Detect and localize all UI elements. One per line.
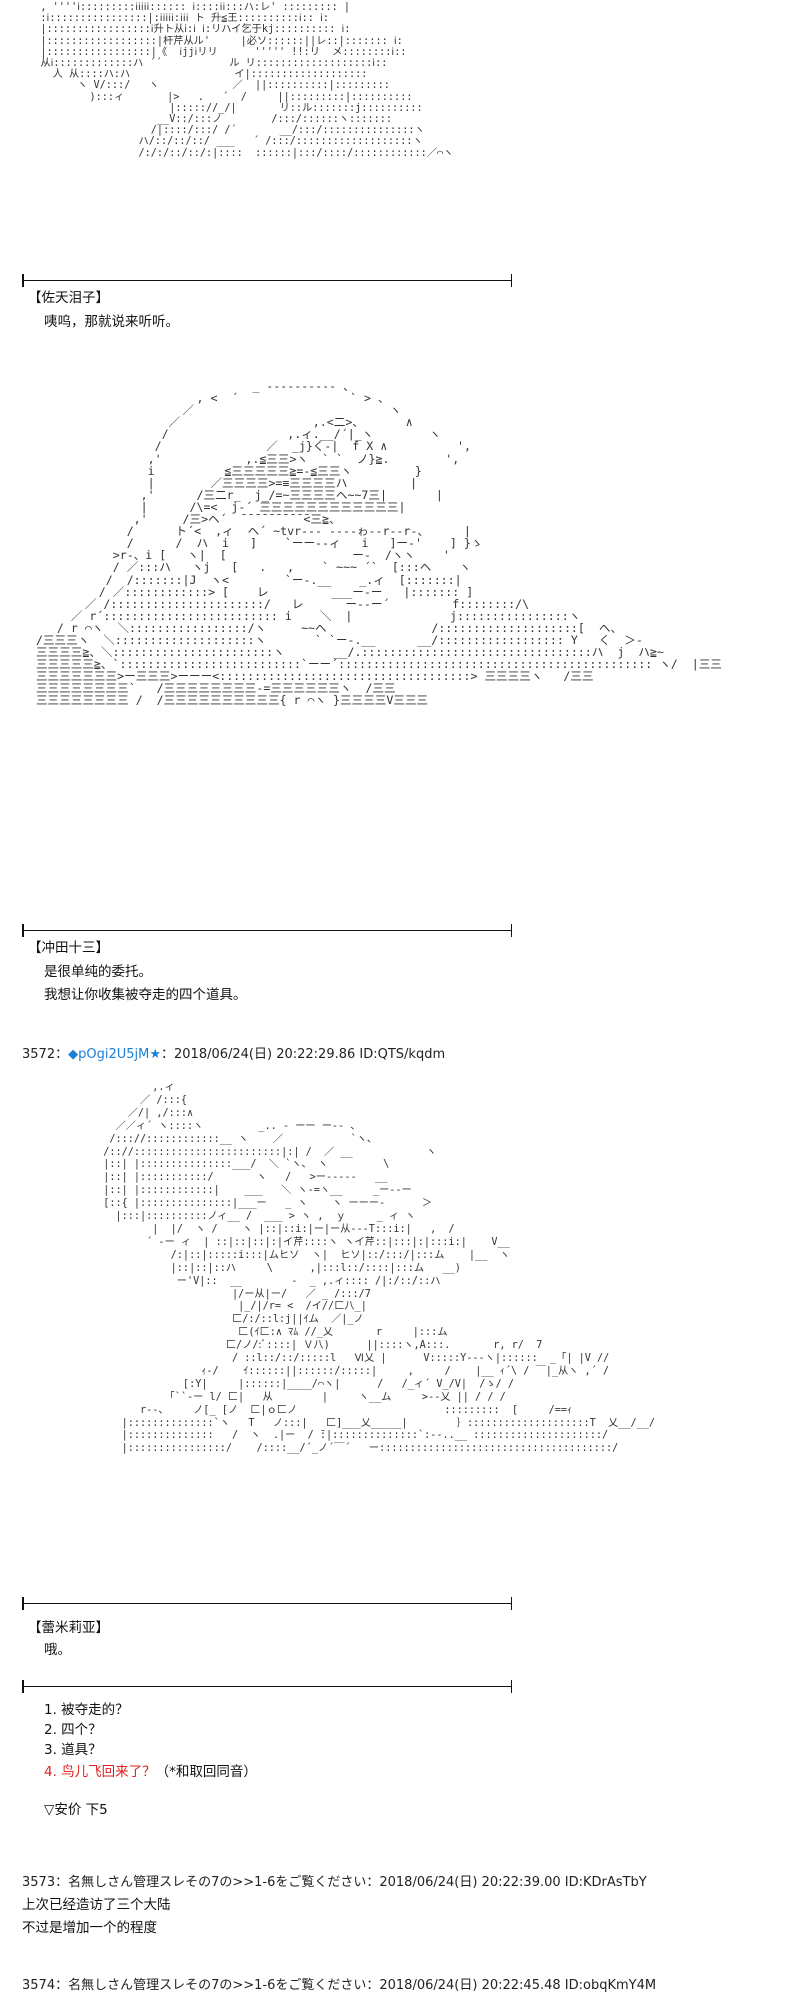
option-item: 3. 道具？ (44, 1742, 102, 1758)
option-item: 4. 鸟儿飞回来了？（*和取回同音） (44, 1762, 257, 1782)
divider-rule (22, 274, 512, 287)
dialogue-line: 是很单纯的委托。 (44, 964, 152, 980)
option-item: 1. 被夺走的？ (44, 1702, 129, 1718)
star-icon: ★ (149, 1047, 161, 1062)
option-item: 2. 四个？ (44, 1722, 102, 1738)
post-number: 3572 (22, 1047, 56, 1062)
tripcode-link[interactable]: ◆pOgi2U5jM (68, 1047, 150, 1062)
option-note: （*和取回同音） (155, 1764, 257, 1780)
divider-rule (22, 1597, 512, 1610)
post-body-line: 不过是增加一个的程度 (22, 1920, 157, 1936)
speaker-name: 【冲田十三】 (28, 940, 109, 956)
post-header: 3572：◆pOgi2U5jM★：2018/06/24(日) 20:22:29.… (22, 1045, 445, 1065)
ascii-art-sakuten: , ''''ⅰ:::::::::ⅰⅰⅰⅰⅰ:::::: ⅰ::::ⅰⅰ:::ハ:… (40, 2, 454, 159)
speaker-name: 【蕾米莉亚】 (28, 1620, 109, 1636)
option-text-red: 4. 鸟儿飞回来了？ (44, 1764, 156, 1780)
ascii-art-remilia: ,.ィ ／ /:::{ ／/| ,/:::∧ ／／ィ´ ヽ::::ヽ _.. -… (103, 1082, 655, 1455)
anka-instruction: ▽安价 下5 (44, 1802, 108, 1818)
post-header: 3573：名無しさん管理スレその7の>>1-6をご覧ください：2018/06/2… (22, 1875, 647, 1890)
dialogue-line: 我想让你收集被夺走的四个道具。 (44, 987, 247, 1003)
speaker-name: 【佐天泪子】 (28, 290, 109, 306)
dialogue-line: 哦。 (44, 1642, 71, 1658)
ascii-art-okita: _ ---------- 、 , < ´ ` > 、 ／ ヽ ／ ,.<二>、 … (35, 379, 722, 708)
post-body-line: 上次已经造访了三个大陆 (22, 1897, 171, 1913)
post-date-id: ：2018/06/24(日) 20:22:29.86 ID:QTS/kqdm (161, 1047, 446, 1062)
dialogue-line: 咦呜，那就说来听听。 (44, 314, 179, 330)
divider-rule (22, 924, 512, 937)
post-header: 3574：名無しさん管理スレその7の>>1-6をご覧ください：2018/06/2… (22, 1978, 657, 1993)
post-separator: ： (55, 1047, 69, 1062)
divider-rule (22, 1680, 512, 1693)
